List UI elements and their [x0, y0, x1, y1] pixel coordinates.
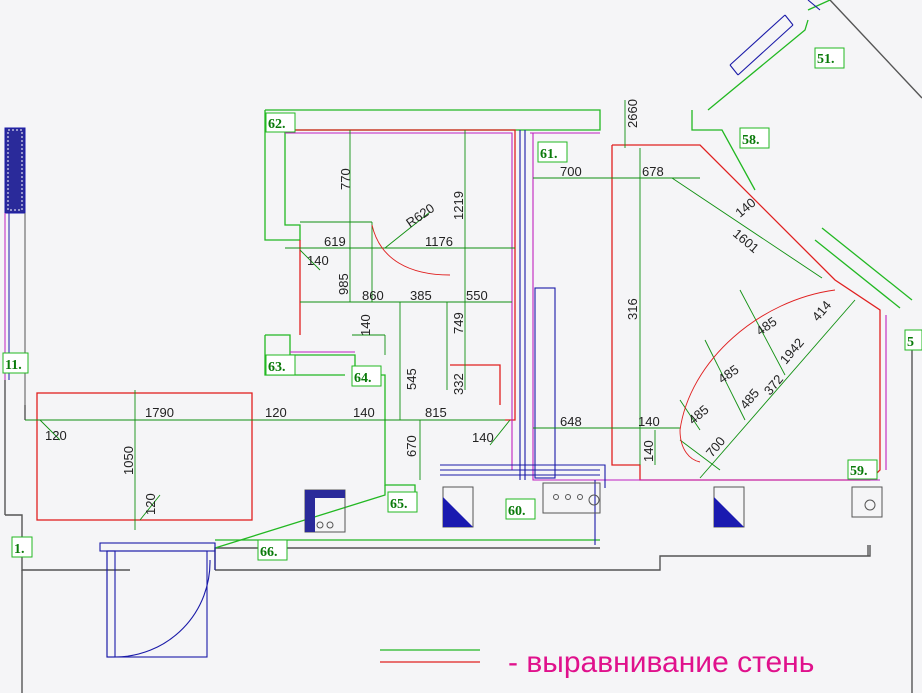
- legend: - выравнивание стень: [508, 646, 814, 679]
- svg-text:51.: 51.: [817, 52, 835, 67]
- magenta-lines: [285, 132, 887, 481]
- dim-485-a: 414: [809, 298, 834, 324]
- blue-lines: [440, 0, 821, 545]
- room-label-62: 62.: [265, 112, 296, 133]
- dim-545: 545: [404, 368, 419, 390]
- dim-485-b: 1942: [777, 335, 807, 367]
- door[interactable]: [99, 542, 216, 658]
- dim-120-c: 120: [143, 493, 158, 515]
- svg-text:58.: 58.: [742, 133, 760, 148]
- dimension-lines: [25, 100, 856, 530]
- room-label-65: 65.: [387, 491, 418, 513]
- svg-text:1.: 1.: [14, 542, 25, 557]
- dim-140-b: 140: [358, 314, 373, 336]
- appliances: [304, 482, 883, 533]
- dim-140-d: 140: [472, 430, 494, 445]
- room-label-58: 58.: [739, 127, 770, 149]
- dim-120-a: 120: [265, 405, 287, 420]
- dim-860: 860: [362, 288, 384, 303]
- svg-text:62.: 62.: [268, 117, 286, 132]
- svg-text:5: 5: [907, 335, 914, 350]
- dim-770: 770: [338, 168, 353, 190]
- walls: [4, 0, 922, 693]
- dim-700-b: 648: [560, 414, 582, 429]
- dim-140-a: 140: [307, 253, 329, 268]
- room-label-63: 63.: [265, 354, 296, 376]
- room-label-61: 61.: [537, 141, 568, 163]
- dim-648: 140: [638, 414, 660, 429]
- legend-text: - выравнивание стень: [508, 646, 814, 679]
- room-label-51: 51.: [814, 47, 845, 69]
- dim-372: 485: [685, 402, 711, 427]
- room-label-59: 59.: [847, 459, 878, 480]
- dim-485-d: 700: [703, 434, 728, 460]
- dim-316: 485: [753, 314, 779, 339]
- svg-text:65.: 65.: [390, 497, 408, 512]
- room-labels: 62. 61. 51. 58. 63. 64. 65. 60.: [2, 47, 922, 561]
- svg-text:59.: 59.: [850, 464, 868, 479]
- dim-985: 985: [336, 273, 351, 295]
- svg-text:66.: 66.: [260, 545, 278, 560]
- dim-749: 749: [451, 312, 466, 334]
- dim-385: 385: [410, 288, 432, 303]
- svg-text:64.: 64.: [354, 371, 372, 386]
- room-label-5: 5: [904, 329, 922, 351]
- room-label-60: 60.: [505, 498, 536, 520]
- green-lines: [214, 0, 913, 651]
- dim-140-c: 140: [353, 405, 375, 420]
- dim-332: 332: [451, 373, 466, 395]
- dim-1176: 1176: [425, 234, 453, 249]
- dim-414: 485: [715, 362, 741, 387]
- dim-670: 670: [404, 435, 419, 457]
- room-label-1: 1.: [11, 536, 33, 558]
- dim-2660: 316: [625, 298, 640, 320]
- dim-120-b: 120: [45, 428, 67, 443]
- dim-619: 619: [324, 234, 346, 249]
- dim-678: 678: [642, 164, 664, 179]
- dim-700-a: 700: [560, 164, 582, 179]
- dim-1050: 1050: [121, 446, 136, 475]
- dim-140-e: 140: [732, 195, 758, 220]
- dim-1219: 1219: [451, 191, 466, 220]
- room-label-11: 11.: [2, 352, 29, 374]
- dim-1942: 372: [761, 372, 786, 398]
- svg-text:63.: 63.: [268, 360, 286, 375]
- dim-1790: 1790: [145, 405, 174, 420]
- svg-text:61.: 61.: [540, 147, 558, 162]
- dim-550: 550: [466, 288, 488, 303]
- dim-r620: R620: [403, 200, 437, 230]
- dim-140-f: 2660: [625, 99, 640, 128]
- dim-140-g: 140: [641, 440, 656, 462]
- room-label-66: 66.: [257, 539, 288, 561]
- svg-text:11.: 11.: [5, 358, 22, 373]
- dim-815: 815: [425, 405, 447, 420]
- dim-1601: 1601: [730, 226, 762, 256]
- svg-text:60.: 60.: [508, 504, 526, 519]
- room-label-64: 64.: [351, 365, 382, 387]
- dim-485-c: 485: [737, 386, 762, 412]
